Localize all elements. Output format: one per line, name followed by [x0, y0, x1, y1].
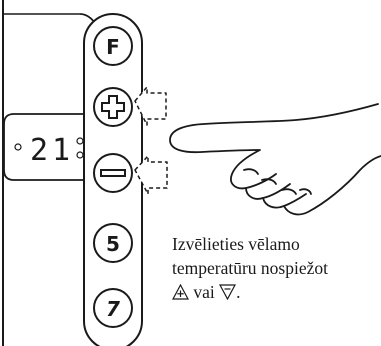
instruction-line-3: vai . — [172, 280, 377, 304]
display-indicator-dot — [14, 143, 22, 151]
dashed-arrow-minus — [134, 155, 168, 195]
button-5[interactable]: 5 — [93, 223, 133, 263]
down-triangle-icon — [219, 284, 237, 300]
minus-icon — [100, 169, 126, 177]
instruction-line-1: Izvēlieties vēlamo — [172, 234, 300, 254]
f-button[interactable]: F — [93, 26, 133, 66]
instruction-line-2: temperatūru nospiežot — [172, 258, 328, 278]
dashed-arrow-plus — [134, 86, 167, 126]
instruction-period: . — [236, 282, 241, 302]
pointing-hand — [169, 103, 381, 216]
svg-text:7: 7 — [106, 297, 120, 321]
temperature-display: 21 — [3, 113, 92, 181]
plus-icon — [101, 95, 125, 119]
svg-text:5: 5 — [106, 232, 120, 256]
instruction-or: vai — [193, 282, 215, 302]
minus-button[interactable] — [93, 153, 133, 193]
button-7[interactable]: 7 — [93, 288, 133, 328]
instruction-text: Izvēlieties vēlamo temperatūru nospiežot… — [172, 232, 377, 304]
display-value: 21 — [30, 133, 74, 168]
svg-text:F: F — [106, 35, 120, 59]
plus-button[interactable] — [93, 87, 133, 127]
up-triangle-plus-icon — [172, 284, 189, 300]
